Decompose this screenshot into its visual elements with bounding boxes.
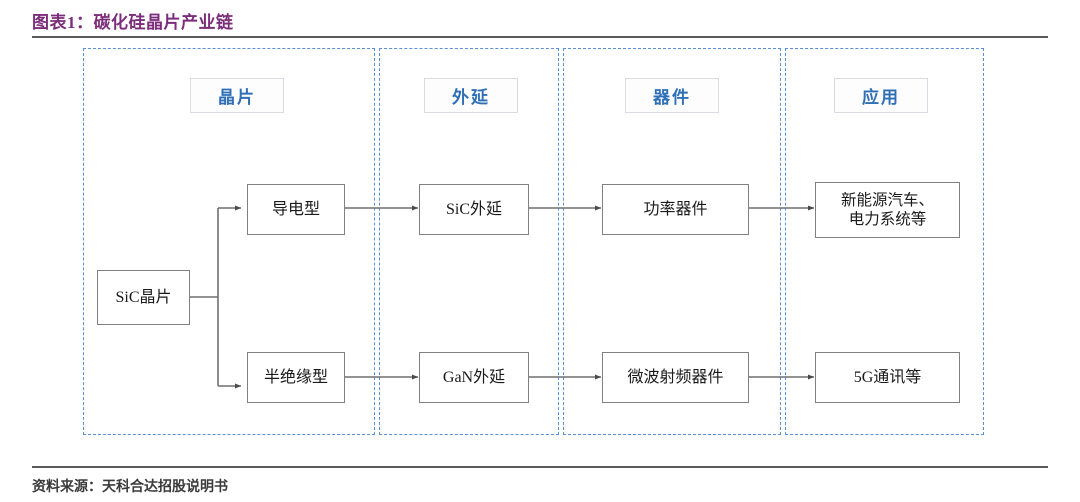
node-label: 新能源汽车、 电力系统等	[840, 191, 934, 228]
page-title: 图表1：碳化硅晶片产业链	[32, 13, 234, 32]
node-semi-insulating[interactable]: 半绝缘型	[247, 352, 345, 403]
node-power-device[interactable]: 功率器件	[602, 184, 749, 235]
footer-divider	[32, 466, 1048, 468]
node-label: 5G通讯等	[853, 368, 922, 386]
stage-chip-label: 器件	[653, 88, 691, 107]
node-label: 半绝缘型	[263, 368, 328, 386]
title-divider	[32, 36, 1048, 38]
stage-chip-label: 应用	[862, 88, 900, 107]
node-app-5g[interactable]: 5G通讯等	[815, 352, 960, 403]
stage-chip-label: 晶片	[218, 88, 256, 107]
node-label: 微波射频器件	[627, 368, 724, 386]
node-rf-device[interactable]: 微波射频器件	[602, 352, 749, 403]
stage-panel-device	[563, 48, 781, 435]
node-app-ev[interactable]: 新能源汽车、 电力系统等	[815, 182, 960, 238]
node-label: 导电型	[271, 200, 320, 218]
stage-panel-epitaxy	[379, 48, 559, 435]
stage-panel-wafer	[83, 48, 375, 435]
stage-chip-app: 应用	[834, 78, 928, 113]
node-sic-wafer[interactable]: SiC晶片	[97, 270, 190, 325]
stage-panel-app	[785, 48, 984, 435]
stage-chip-epitaxy: 外延	[424, 78, 518, 113]
node-gan-epi[interactable]: GaN外延	[419, 352, 529, 403]
stage-chip-label: 外延	[452, 88, 490, 107]
node-label: GaN外延	[442, 368, 506, 386]
node-label: SiC外延	[445, 200, 503, 218]
node-label: SiC晶片	[115, 288, 172, 306]
node-conductive[interactable]: 导电型	[247, 184, 345, 235]
stage-chip-device: 器件	[625, 78, 719, 113]
source-note: 资料来源：天科合达招股说明书	[32, 480, 228, 495]
node-sic-epi[interactable]: SiC外延	[419, 184, 529, 235]
stage-chip-wafer: 晶片	[190, 78, 284, 113]
node-label: 功率器件	[643, 200, 708, 218]
